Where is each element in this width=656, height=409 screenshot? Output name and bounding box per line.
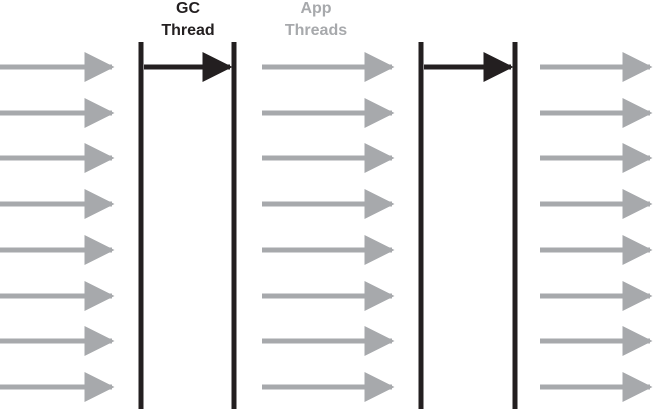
- app-threads-label-line2: Threads: [285, 22, 347, 39]
- app-thread-arrows: [0, 52, 653, 402]
- gc-pause-boundaries: [138, 42, 518, 409]
- app-threads-label-line1: App: [300, 0, 331, 17]
- gc-thread-label-line2: Thread: [161, 22, 214, 39]
- app-threads-label: App Threads: [285, 0, 347, 39]
- gc-thread-label-line1: GC: [176, 0, 200, 17]
- gc-thread-label: GC Thread: [161, 0, 214, 39]
